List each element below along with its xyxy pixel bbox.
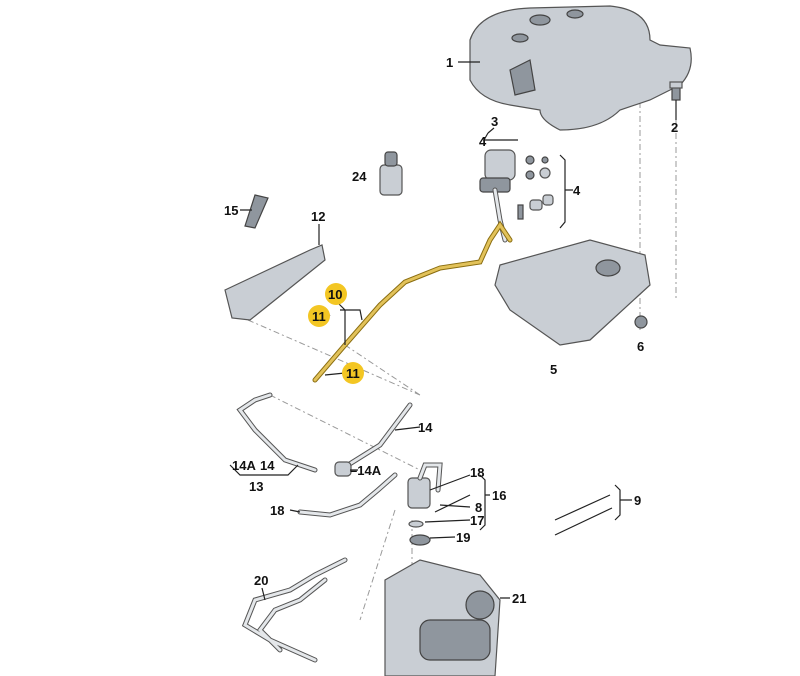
callout-4: 4 xyxy=(573,183,581,198)
callout-19: 19 xyxy=(456,530,470,545)
highlight-10 xyxy=(325,283,347,305)
cable-ties[interactable] xyxy=(554,494,613,536)
callout-2: 2 xyxy=(671,120,678,135)
callout-8: 8 xyxy=(475,500,482,515)
callout-17: 17 xyxy=(470,513,484,528)
callout-14: 14 xyxy=(260,458,275,473)
callout-16: 16 xyxy=(492,488,506,503)
mounting-tray[interactable] xyxy=(494,239,651,346)
callout-18: 18 xyxy=(470,465,484,480)
o-ring[interactable] xyxy=(408,520,424,528)
wire-8[interactable] xyxy=(434,494,471,513)
bracket[interactable] xyxy=(224,244,326,321)
clip[interactable] xyxy=(244,194,269,229)
callout-21: 21 xyxy=(512,591,526,606)
highlight-11b xyxy=(342,362,364,384)
callout-15: 15 xyxy=(224,203,238,218)
callout-12: 12 xyxy=(311,209,325,224)
callout-11: 11 xyxy=(312,309,326,324)
callout-10: 10 xyxy=(328,287,342,302)
callout-24: 24 xyxy=(352,169,367,184)
callout-4: 4 xyxy=(479,134,487,149)
callout-13: 13 xyxy=(249,479,263,494)
pressure-line[interactable] xyxy=(312,220,513,383)
callout-3: 3 xyxy=(491,114,498,129)
compressor[interactable] xyxy=(384,559,501,676)
callout-18: 18 xyxy=(270,503,284,518)
small-parts-4[interactable] xyxy=(517,155,554,220)
callout-6: 6 xyxy=(637,339,644,354)
callout-11: 11 xyxy=(346,366,360,381)
callout-9: 9 xyxy=(634,493,641,508)
nut[interactable] xyxy=(634,315,648,329)
callout-14: 14 xyxy=(418,420,433,435)
callout-20: 20 xyxy=(254,573,268,588)
connector-14A[interactable] xyxy=(334,461,352,477)
bolt[interactable] xyxy=(669,81,683,101)
callout-14A: –14A xyxy=(350,463,382,478)
grease-tube[interactable] xyxy=(379,151,403,196)
callout-5: 5 xyxy=(550,362,557,377)
reservoir-tank[interactable] xyxy=(469,5,692,131)
callout-14A: 14A xyxy=(232,458,256,473)
seal-19[interactable] xyxy=(409,534,431,546)
callout-1: 1 xyxy=(446,55,453,70)
valve-assembly[interactable] xyxy=(407,462,443,509)
highlight-11 xyxy=(308,305,330,327)
